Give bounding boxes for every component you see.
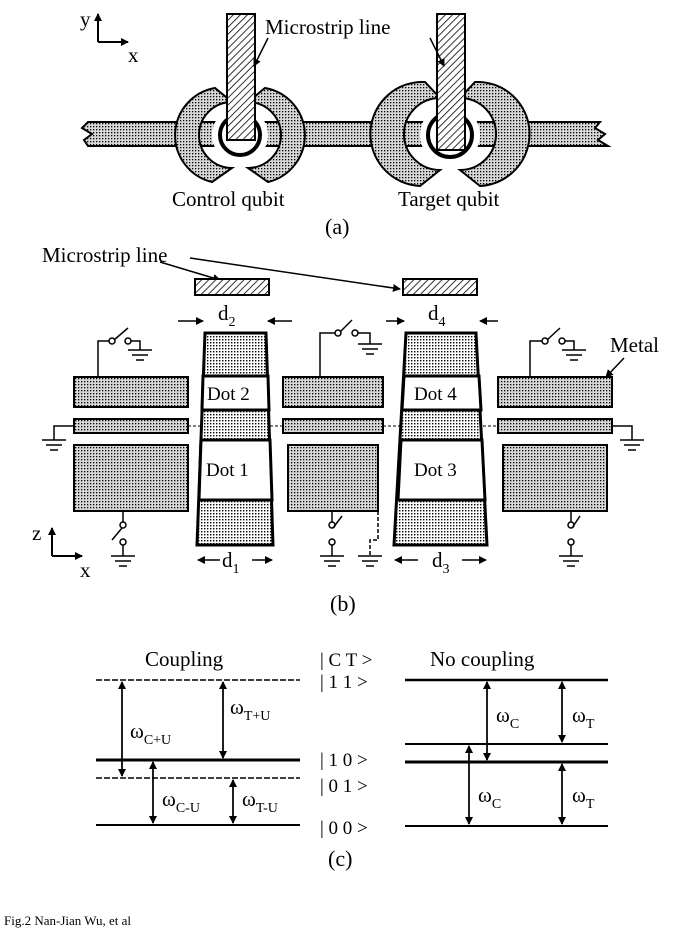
- axis-y-label: y: [80, 7, 91, 31]
- microstrip-label-a: Microstrip line: [265, 15, 390, 39]
- state-11-label: | 1 1 >: [320, 672, 368, 693]
- target-qubit-label: Target qubit: [398, 187, 500, 211]
- state-01-label: | 0 1 >: [320, 776, 368, 797]
- axis-z-label: z: [32, 521, 41, 545]
- omega-t-upper: ωT: [572, 703, 595, 732]
- metal-gate-left: [73, 376, 189, 512]
- xy-axes-icon: [94, 13, 129, 46]
- axis-x-label-b: x: [80, 558, 91, 582]
- microstrip-line-left: [226, 13, 256, 141]
- ground-icon: [358, 445, 382, 567]
- dot3-label: Dot 3: [414, 460, 457, 481]
- microstrip-bar-left: [194, 278, 270, 296]
- control-qubit-label: Control qubit: [172, 187, 285, 211]
- microstrip-line-right: [436, 13, 466, 151]
- no-coupling-title: No coupling: [430, 647, 535, 671]
- caption-b: (b): [330, 591, 356, 616]
- omega-c-plus-u: ωC+U: [130, 719, 171, 748]
- caption-c: (c): [328, 846, 352, 871]
- metal-gate-right: [497, 376, 613, 512]
- state-00-label: | 0 0 >: [320, 818, 368, 839]
- caption-a: (a): [325, 214, 349, 239]
- metal-gate-middle: [282, 376, 384, 512]
- pillar-right: [392, 331, 489, 547]
- d1-label: d1: [222, 548, 240, 577]
- ground-icon: [612, 425, 644, 451]
- d3-label: d3: [432, 548, 450, 577]
- microstrip-pointer-right: [429, 37, 445, 67]
- omega-t-plus-u: ωT+U: [230, 695, 270, 724]
- target-qubit: [369, 80, 531, 188]
- panel-b: Microstrip line d2 d4 Dot 2 Dot 1 Dot 4 …: [32, 243, 659, 616]
- omega-t-minus-u: ωT-U: [242, 787, 278, 816]
- coupling-title: Coupling: [145, 647, 224, 671]
- microstrip-pointer-b2: [189, 257, 401, 292]
- microstrip-bar-right: [402, 278, 478, 296]
- metal-pointer: [605, 357, 625, 378]
- switch-icon: [529, 327, 586, 377]
- figure-footer: Fig.2 Nan-Jian Wu, et al: [4, 913, 132, 928]
- state-10-label: | 1 0 >: [320, 750, 368, 771]
- zx-axes-icon: [48, 527, 83, 560]
- coupling-levels: [96, 679, 300, 826]
- dot4-label: Dot 4: [414, 384, 457, 405]
- switch-icon: [111, 511, 135, 567]
- dot2-label: Dot 2: [207, 384, 250, 405]
- switch-icon: [97, 327, 152, 377]
- microstrip-pointer-b1: [159, 261, 221, 282]
- omega-c-minus-u: ωC-U: [162, 787, 200, 816]
- ground-icon: [42, 425, 74, 451]
- pillar-left: [195, 331, 275, 547]
- d4-label: d4: [428, 301, 446, 330]
- no-coupling-levels: [405, 678, 608, 827]
- dot1-label: Dot 1: [206, 460, 249, 481]
- metal-label: Metal: [610, 333, 659, 357]
- switch-icon: [559, 511, 583, 567]
- omega-c-upper: ωC: [496, 703, 519, 732]
- omega-c-lower: ωC: [478, 783, 501, 812]
- switch-icon: [320, 511, 344, 567]
- omega-t-lower: ωT: [572, 783, 595, 812]
- axis-x-label: x: [128, 43, 139, 67]
- panel-c: Coupling No coupling | C T > | 1 1 > | 1…: [96, 647, 608, 871]
- switch-icon: [319, 319, 382, 377]
- d2-label: d2: [218, 301, 236, 330]
- microstrip-pointer-left: [253, 37, 269, 67]
- microstrip-label-b: Microstrip line: [42, 243, 167, 267]
- panel-a: y x Microstrip line Control qubit Target…: [80, 7, 612, 239]
- state-ct-label: | C T >: [320, 650, 372, 671]
